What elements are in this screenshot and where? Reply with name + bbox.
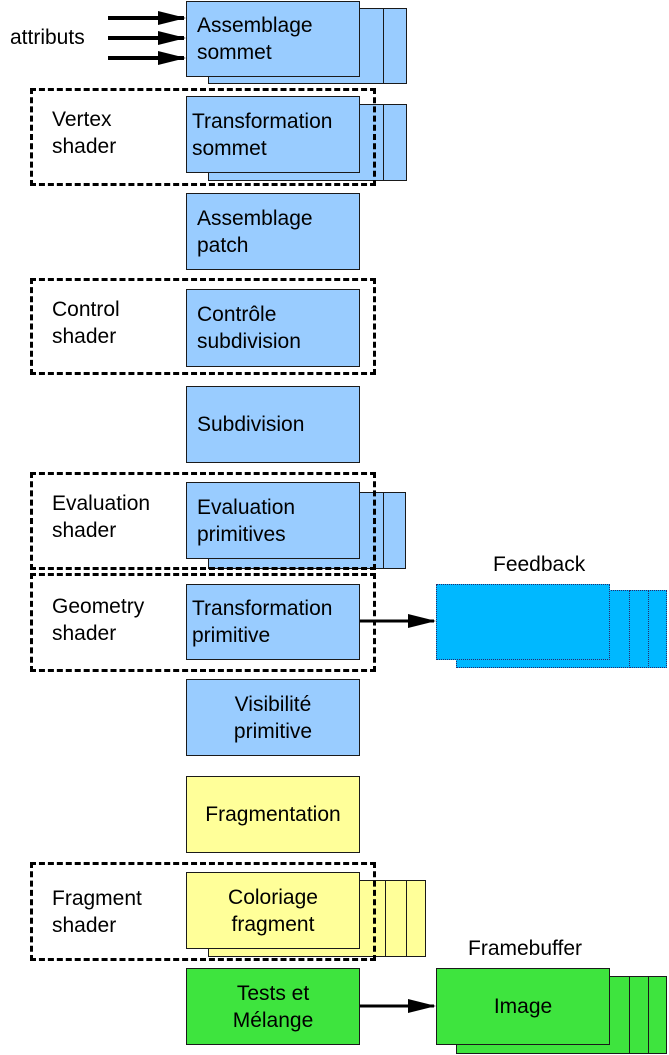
stage-visibilite-primitive: Visibilité primitive <box>186 679 360 756</box>
evaluation-primitives-stack-back-2 <box>383 492 406 569</box>
transformation-sommet-stack-back-2 <box>383 104 407 181</box>
fragment-shader-frame <box>30 862 376 961</box>
framebuffer-back-2 <box>629 976 649 1054</box>
control-shader-frame <box>30 278 376 375</box>
vertex-shader-label: Vertex shader <box>52 108 117 158</box>
framebuffer-title: Framebuffer <box>468 937 582 960</box>
stage-tests-melange: Tests et Mélange <box>186 968 360 1045</box>
stage-assemblage-patch: Assemblage patch <box>186 193 360 270</box>
fragment-shader-label: Fragment shader <box>52 887 142 937</box>
stage-transformation-sommet: Transformation sommet <box>186 96 360 173</box>
evaluation-shader-frame <box>30 472 376 570</box>
vertex-shader-frame <box>30 88 376 186</box>
geometry-shader-label: Geometry shader <box>52 595 145 645</box>
stage-subdivision: Subdivision <box>186 386 360 463</box>
framebuffer-back-3 <box>648 976 667 1054</box>
control-shader-label: Control shader <box>52 298 120 348</box>
coloriage-fragment-stack-back-3 <box>406 880 426 957</box>
stage-fragmentation: Fragmentation <box>186 776 360 853</box>
evaluation-shader-label: Evaluation shader <box>52 492 151 542</box>
stage-controle-subdivision: Contrôle subdivision <box>186 289 360 367</box>
stage-assemblage-sommet: Assemblage sommet <box>186 1 360 77</box>
feedback-buffer-back-2 <box>629 590 649 668</box>
feedback-buffer <box>436 584 610 660</box>
assemblage-sommet-stack-back-2 <box>383 8 407 84</box>
stage-coloriage-fragment: Coloriage fragment <box>186 872 360 949</box>
framebuffer-image: Image <box>436 968 610 1045</box>
geometry-shader-frame <box>30 573 376 672</box>
feedback-title: Feedback <box>493 553 586 576</box>
stage-evaluation-primitives: Evaluation primitives <box>186 482 360 559</box>
coloriage-fragment-stack-back-2 <box>385 880 407 957</box>
attributes-label: attributs <box>10 26 85 49</box>
stage-transformation-primitive: Transformation primitive <box>186 584 360 660</box>
feedback-buffer-back-3 <box>648 590 667 668</box>
